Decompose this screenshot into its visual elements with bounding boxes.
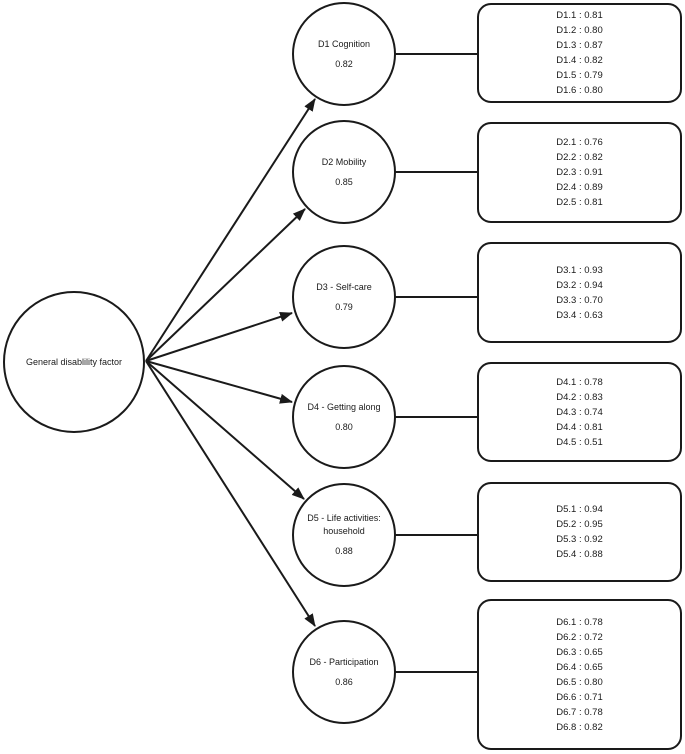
item-loading: D4.5 : 0.51: [556, 436, 603, 448]
item-loading: D2.3 : 0.91: [556, 167, 603, 178]
item-loading: D2.1 : 0.76: [556, 137, 603, 148]
item-loading: D6.6 : 0.71: [556, 691, 603, 703]
item-loading: D6.5 : 0.80: [556, 676, 603, 688]
general-factor-label: General disablility factor: [25, 357, 123, 367]
domain-loading-value: 0.79: [335, 301, 353, 312]
item-loading: D1.3 : 0.87: [556, 40, 603, 51]
item-loading: D1.6 : 0.80: [556, 85, 603, 96]
item-loading: D3.3 : 0.70: [556, 294, 603, 306]
loading-arrow-d3: [145, 311, 293, 362]
item-loading: D6.1 : 0.78: [556, 616, 603, 628]
item-loading: D6.3 : 0.65: [556, 646, 603, 658]
item-loading: D2.4 : 0.89: [556, 182, 603, 193]
item-loading: D6.2 : 0.72: [556, 631, 603, 643]
item-loading: D6.4 : 0.65: [556, 661, 603, 673]
item-loading: D3.4 : 0.63: [556, 309, 603, 321]
item-loading: D4.4 : 0.81: [556, 421, 603, 433]
loading-arrow-d4: [145, 360, 293, 404]
loading-arrow-d2: [145, 208, 306, 362]
domain-label: D1 Cognition: [317, 38, 371, 49]
item-loading: D4.1 : 0.78: [556, 376, 603, 388]
domain-label: D2 Mobility: [321, 156, 367, 167]
domain-circle-d2: D2 Mobility 0.85: [292, 120, 396, 224]
item-loading: D6.7 : 0.78: [556, 706, 603, 718]
domain-loading-value: 0.86: [335, 676, 353, 687]
domain-loading-value: 0.88: [335, 546, 353, 556]
domain-circle-d4: D4 - Getting along 0.80: [292, 365, 396, 469]
item-loading: D6.8 : 0.82: [556, 721, 603, 733]
loading-arrow-d1: [145, 98, 316, 362]
item-loading: D3.1 : 0.93: [556, 264, 603, 276]
loading-arrow-d6: [145, 360, 316, 627]
item-loading: D5.1 : 0.94: [556, 504, 603, 515]
general-factor-node: General disablility factor: [3, 291, 145, 433]
domain-label: D5 - Life activities: household: [307, 513, 381, 536]
domain-loading-value: 0.80: [335, 421, 353, 432]
item-loading: D1.5 : 0.79: [556, 70, 603, 81]
item-loading: D1.4 : 0.82: [556, 55, 603, 66]
item-loading: D4.3 : 0.74: [556, 406, 603, 418]
domain-circle-d3: D3 - Self-care 0.79: [292, 245, 396, 349]
domain-label: D4 - Getting along: [307, 401, 381, 412]
item-loading: D1.2 : 0.80: [556, 25, 603, 36]
item-loading: D1.1 : 0.81: [556, 10, 603, 21]
domain-label: D3 - Self-care: [316, 281, 372, 292]
item-loading: D3.2 : 0.94: [556, 279, 603, 291]
item-loading: D4.2 : 0.83: [556, 391, 603, 403]
domain-loading-value: 0.82: [335, 58, 353, 69]
loading-arrow-d5: [145, 360, 305, 500]
item-loading: D5.3 : 0.92: [556, 534, 603, 545]
item-loading: D5.4 : 0.88: [556, 549, 603, 560]
item-loading: D5.2 : 0.95: [556, 519, 603, 530]
domain-loading-value: 0.85: [335, 176, 353, 187]
item-loading: D2.2 : 0.82: [556, 152, 603, 163]
item-loading: D2.5 : 0.81: [556, 197, 603, 208]
domain-circle-d5: D5 - Life activities: household 0.88: [292, 483, 396, 587]
domain-circle-d1: D1 Cognition 0.82: [292, 2, 396, 106]
domain-label: D6 - Participation: [309, 656, 379, 667]
domain-circle-d6: D6 - Participation 0.86: [292, 620, 396, 724]
